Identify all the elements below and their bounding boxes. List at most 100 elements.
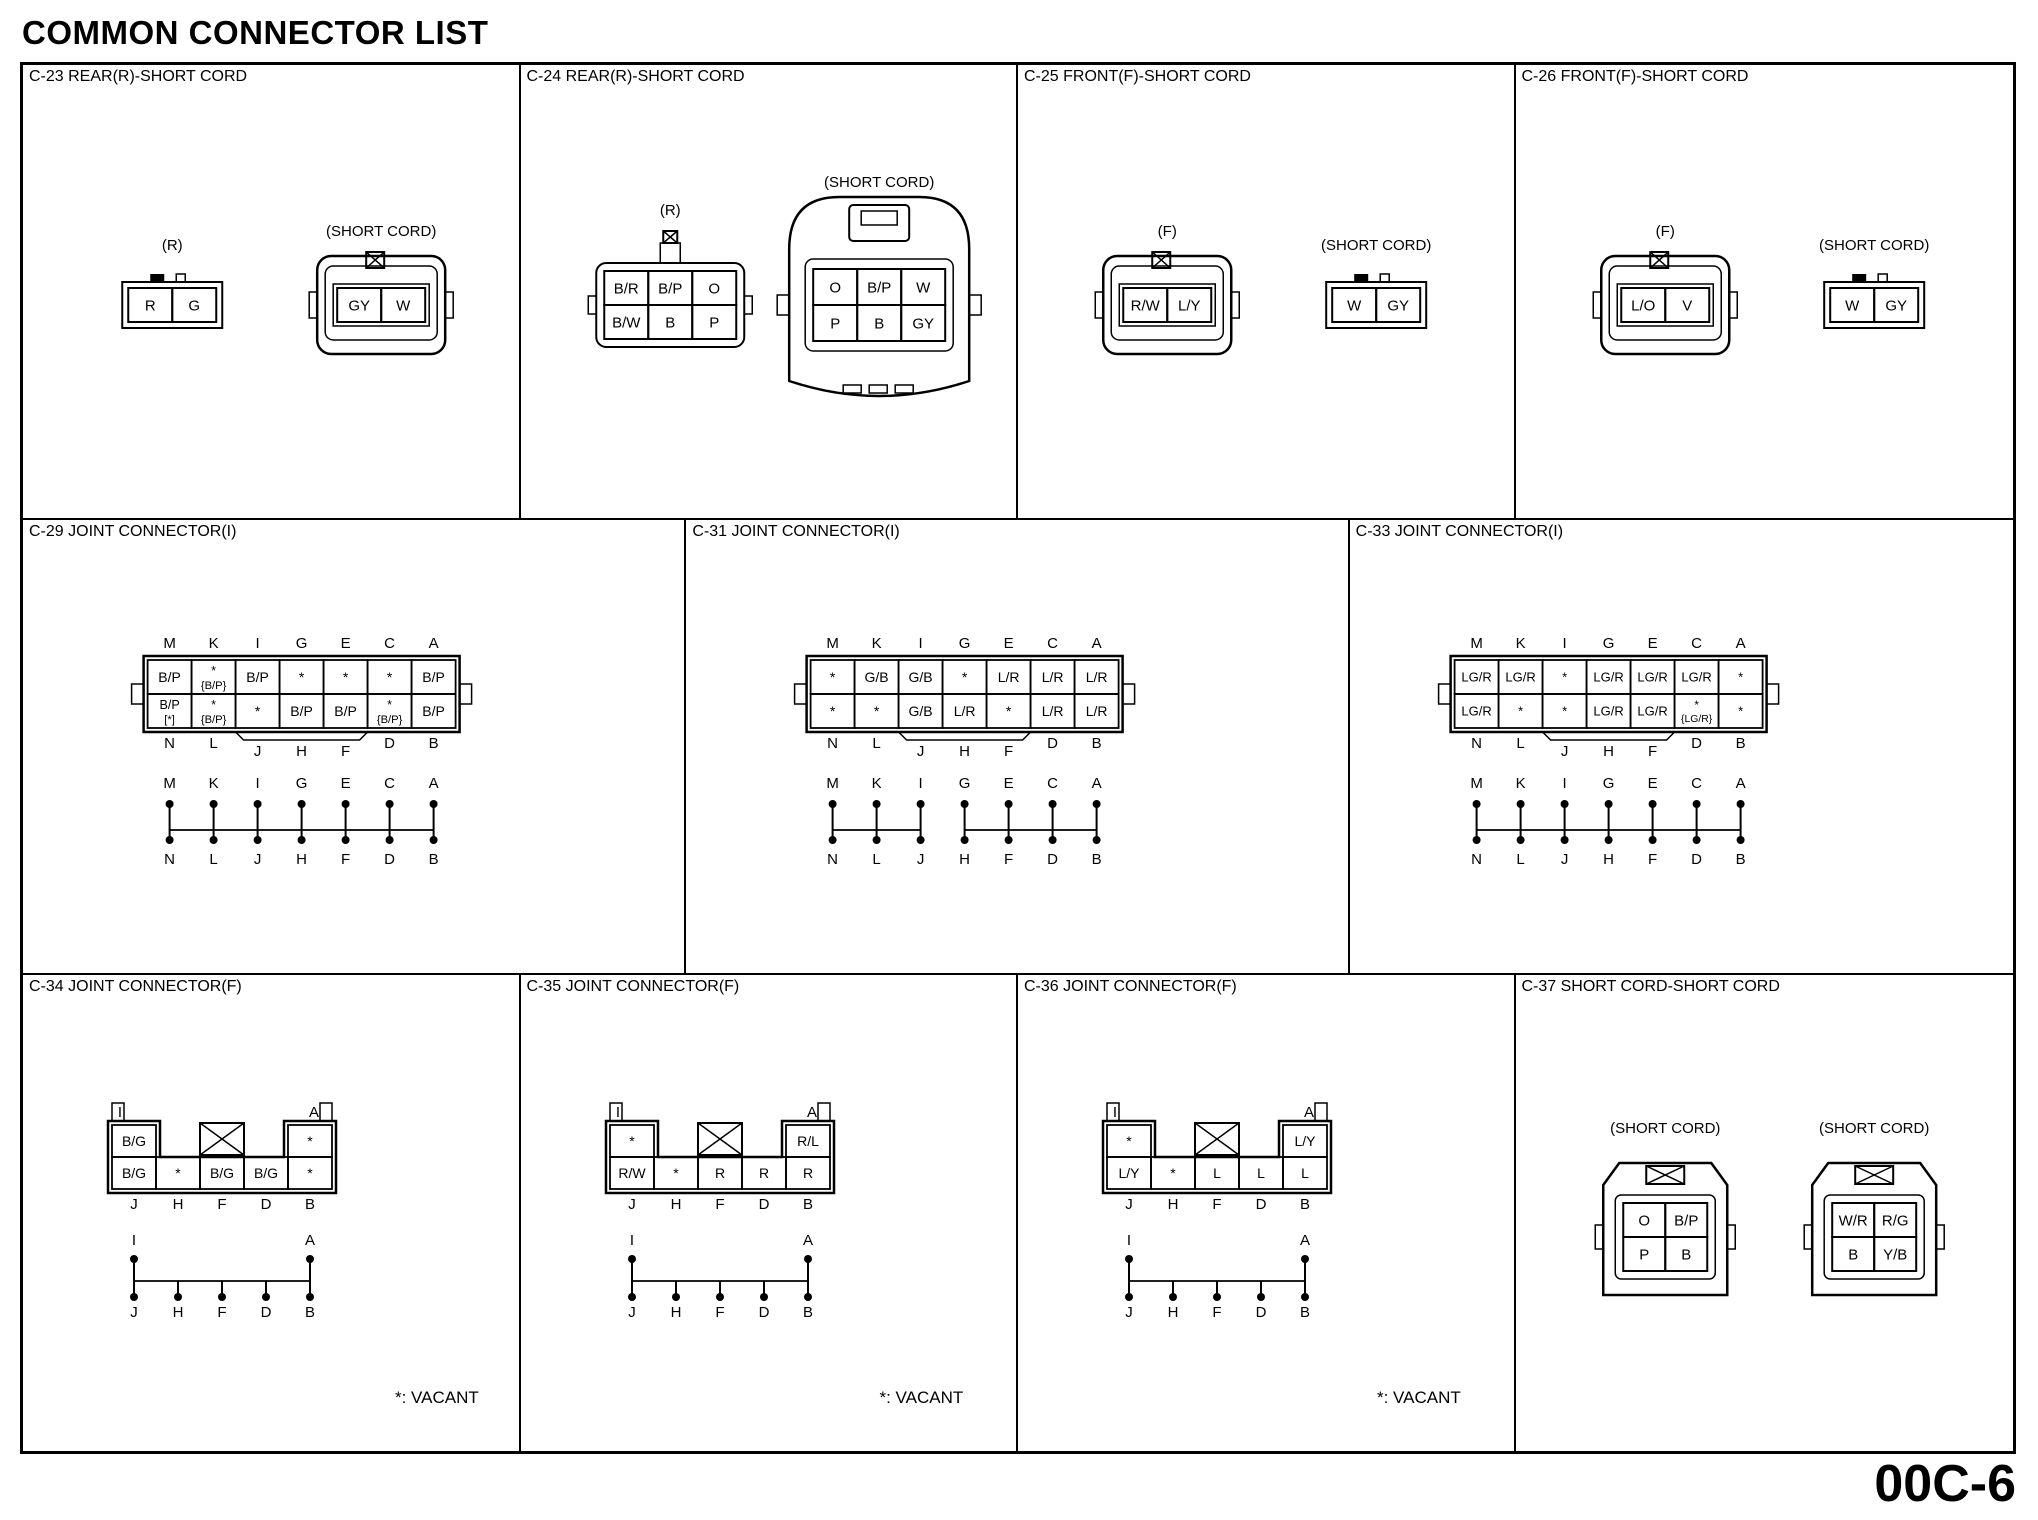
terminal-label: GY — [348, 297, 370, 314]
lock-icon — [1151, 251, 1172, 269]
terminal-label: B/R — [613, 280, 638, 297]
pin-letter: K — [1515, 775, 1525, 792]
pin-letter: F — [715, 1304, 724, 1321]
pin-letter: B — [1300, 1196, 1310, 1213]
terminal-label: * — [299, 669, 305, 685]
pin-letter: I — [615, 1104, 619, 1121]
terminal-label: R/L — [797, 1133, 819, 1149]
pin-letter: B — [802, 1196, 812, 1213]
pin-letter: J — [130, 1304, 138, 1321]
pin-letter: J — [130, 1196, 138, 1213]
terminal-label: L/Y — [1178, 297, 1201, 314]
terminal-label: * — [830, 703, 836, 719]
pin-letter: D — [384, 735, 395, 752]
pin-letter: I — [919, 775, 923, 792]
terminal-cell — [1872, 287, 1919, 323]
pin-letter: D — [261, 1196, 272, 1213]
pin-dot — [1301, 1293, 1309, 1301]
pin-letter: E — [1004, 635, 1014, 652]
pin-dot — [165, 836, 174, 844]
lock-icon — [1648, 251, 1669, 269]
terminal-label: B/P — [334, 703, 357, 719]
connector-view-label: (F) — [1655, 223, 1674, 240]
panel-title: C-31 JOINT CONNECTOR(I) — [692, 523, 900, 540]
terminal-label: {B/P} — [201, 714, 227, 726]
terminal-cell — [1074, 693, 1120, 729]
terminal-label: G/B — [909, 669, 933, 685]
panel-title: C-29 JOINT CONNECTOR(I) — [29, 523, 237, 540]
pin-letter: N — [164, 735, 175, 752]
terminal-cell — [1663, 1236, 1708, 1272]
pin-letter: M — [163, 775, 176, 792]
pin-dot — [627, 1293, 636, 1301]
pin-letter: F — [1648, 743, 1657, 760]
pin-letter: I — [1562, 775, 1566, 792]
pin-letter: L — [209, 851, 217, 868]
pin-letter: B — [802, 1304, 812, 1321]
terminal-cell — [1282, 1156, 1328, 1190]
terminal-label: * — [307, 1165, 313, 1181]
pin-letter: J — [628, 1196, 636, 1213]
terminal-label: O — [708, 280, 720, 297]
pin-letter: F — [1212, 1196, 1221, 1213]
panel-title: C-33 JOINT CONNECTOR(I) — [1355, 523, 1564, 540]
terminal-label: GY — [912, 315, 934, 332]
connector-housing — [787, 195, 970, 398]
pin-letter: J — [628, 1304, 636, 1321]
pin-letter: H — [296, 743, 307, 760]
terminal-label: L/R — [1086, 669, 1108, 685]
terminal-label: R/W — [1131, 297, 1161, 314]
pin-letter: A — [429, 775, 439, 792]
terminal-label: B/P — [158, 669, 181, 685]
lock-icon — [150, 274, 165, 282]
pin-letter: K — [1515, 635, 1525, 652]
terminal-label: * — [175, 1165, 181, 1181]
terminal-label: G/B — [865, 669, 889, 685]
terminal-label: B — [874, 315, 884, 332]
pin-letter: F — [1648, 851, 1657, 868]
pin-dot — [1472, 836, 1481, 844]
terminal-label: LG/R — [1637, 670, 1667, 685]
terminal-label: Y/B — [1883, 1246, 1907, 1263]
terminal-label: P — [830, 315, 840, 332]
pin-letter: J — [254, 743, 262, 760]
terminal-label: R — [714, 1165, 724, 1181]
pin-letter: C — [1691, 775, 1702, 792]
terminal-label: L/R — [998, 669, 1020, 685]
terminal-label: * — [1738, 670, 1743, 685]
pin-letter: D — [1048, 851, 1059, 868]
pin-letter: A — [1300, 1232, 1310, 1249]
lock-icon — [1853, 1165, 1894, 1185]
connector-housing — [121, 281, 224, 329]
pin-letter: N — [1471, 735, 1482, 752]
connector-housing — [1601, 1161, 1728, 1297]
pin-dot — [209, 836, 218, 844]
pin-letter: F — [1004, 851, 1013, 868]
pin-letter: B — [1092, 735, 1102, 752]
connector-view-label: (SHORT CORD) — [1819, 1120, 1929, 1137]
panel-title: C-24 REAR(R)-SHORT CORD — [526, 68, 745, 85]
pin-dot — [759, 1293, 768, 1301]
pin-letter: I — [629, 1232, 633, 1249]
footnote: *: VACANT — [1377, 1388, 1461, 1407]
page-number: 00C-6 — [1874, 1455, 2016, 1513]
panel-title: C-37 SHORT CORD-SHORT CORD — [1521, 978, 1780, 995]
panel-title: C-25 FRONT(F)-SHORT CORD — [1024, 68, 1251, 85]
terminal-label: * — [1170, 1165, 1176, 1181]
terminal-label: P — [709, 314, 719, 331]
terminal-label: * — [343, 669, 349, 685]
pin-letter: F — [341, 743, 350, 760]
pin-letter: N — [1471, 851, 1482, 868]
